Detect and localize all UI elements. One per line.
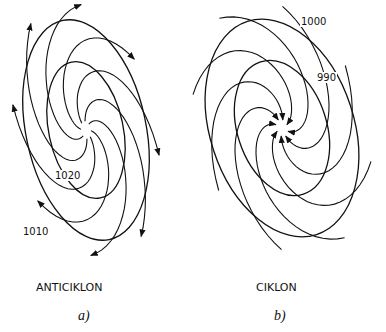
wind-arrow [256, 124, 345, 239]
isobar-value: 1000 [300, 16, 327, 27]
wind-arrow [85, 100, 145, 237]
isobar [179, 0, 385, 257]
isobar [4, 8, 168, 252]
subfigure-caption: b) [274, 308, 286, 323]
isobar-value: 990 [316, 72, 337, 83]
wind-arrow [13, 105, 95, 190]
isobar [218, 48, 346, 208]
cyclone-figure [179, 0, 385, 257]
wind-arrow [272, 131, 371, 205]
system-name: ANTICIKLON [36, 282, 102, 294]
system-name: CIKLON [256, 282, 297, 294]
wind-arrow [212, 82, 283, 191]
subfigure-caption: a) [78, 308, 90, 323]
wind-arrow [235, 108, 282, 250]
wind-arrow [89, 121, 126, 256]
wind-arrow [219, 17, 308, 132]
isobar-value: 1020 [54, 170, 81, 181]
anticyclone-figure [4, 5, 168, 256]
isobar-value: 1010 [22, 226, 49, 237]
wind-arrow [193, 51, 292, 125]
wind-arrow [77, 71, 159, 156]
wind-arrow [281, 66, 352, 175]
